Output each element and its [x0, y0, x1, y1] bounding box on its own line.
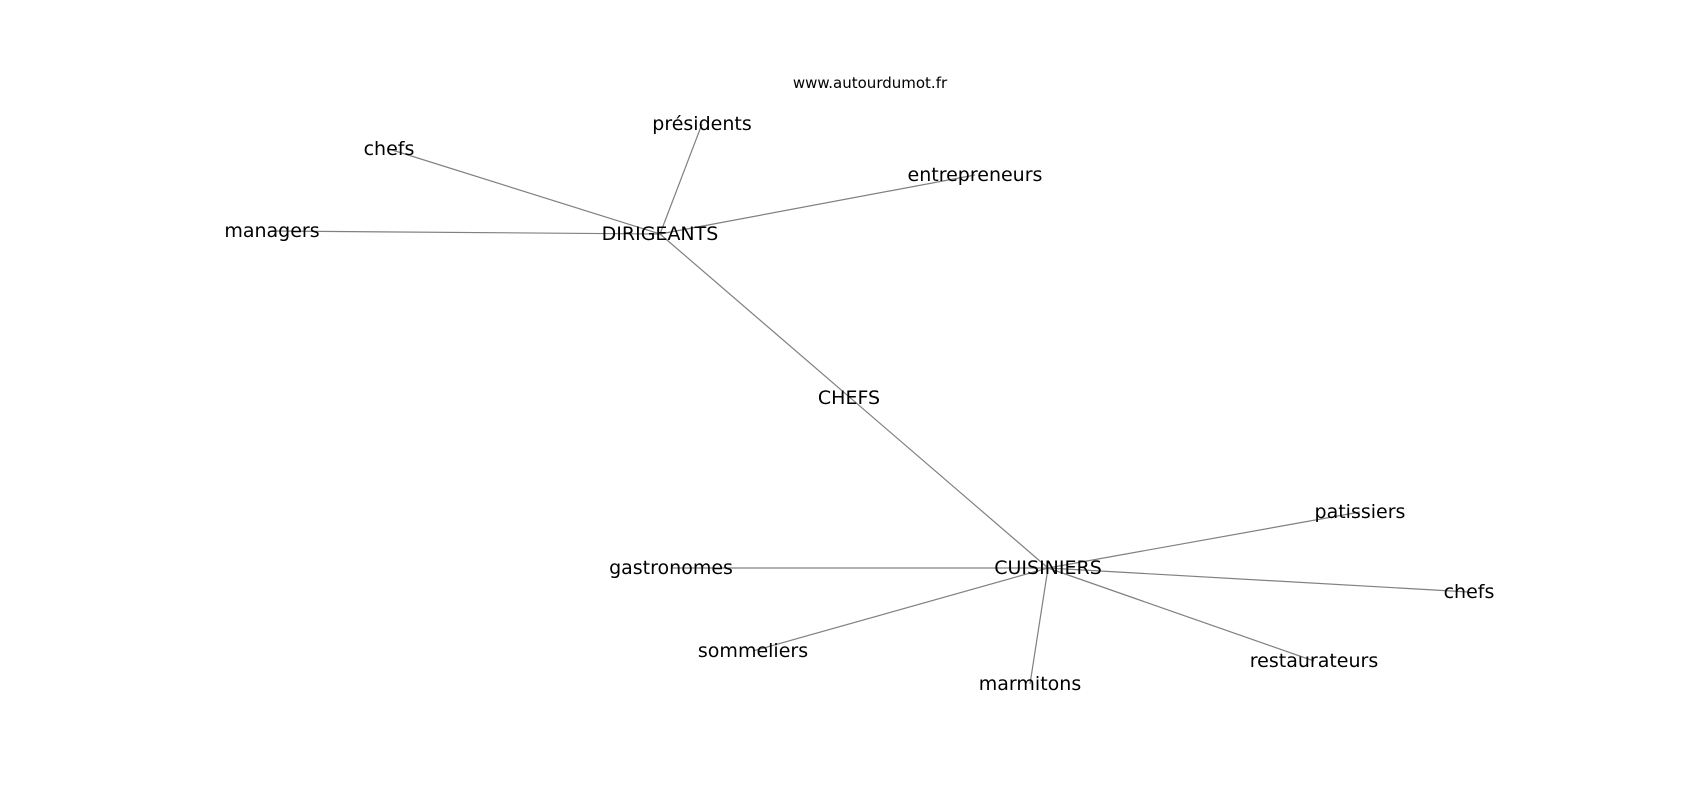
edge-cuisiniers-marmitons [1029, 567, 1049, 685]
edge-cuisiniers-restaurateurs [1047, 567, 1315, 662]
node-gastronomes: gastronomes [609, 557, 733, 579]
node-patissiers: patissiers [1315, 501, 1406, 523]
edge-cuisiniers-chefs_bottom [1047, 567, 1470, 593]
edge-dirigeants-cuisiniers [659, 233, 1049, 569]
graph-nodes: CHEFS DIRIGEANTS CUISINIERS présidents chefs… [224, 113, 1494, 695]
node-chefs: CHEFS [818, 387, 880, 409]
graph-edges [271, 123, 1470, 685]
node-restaurateurs: restaurateurs [1250, 650, 1378, 672]
node-presidents: présidents [652, 113, 751, 135]
site-url: www.autourdumot.fr [793, 74, 948, 92]
edge-dirigeants-entrepreneurs [659, 174, 976, 235]
node-entrepreneurs: entrepreneurs [908, 164, 1043, 186]
node-sommeliers: sommeliers [698, 640, 808, 662]
edge-dirigeants-chefs_top [388, 148, 661, 235]
edge-cuisiniers-sommeliers [752, 567, 1049, 652]
node-chefs-top: chefs [364, 138, 415, 160]
node-managers: managers [224, 220, 319, 242]
node-marmitons: marmitons [979, 673, 1081, 695]
node-cuisiniers: CUISINIERS [994, 557, 1102, 579]
edge-cuisiniers-patissiers [1047, 511, 1361, 569]
node-chefs-bottom: chefs [1444, 581, 1495, 603]
edge-dirigeants-presidents [659, 123, 703, 235]
edge-dirigeants-managers [271, 230, 661, 235]
node-dirigeants: DIRIGEANTS [602, 223, 719, 245]
